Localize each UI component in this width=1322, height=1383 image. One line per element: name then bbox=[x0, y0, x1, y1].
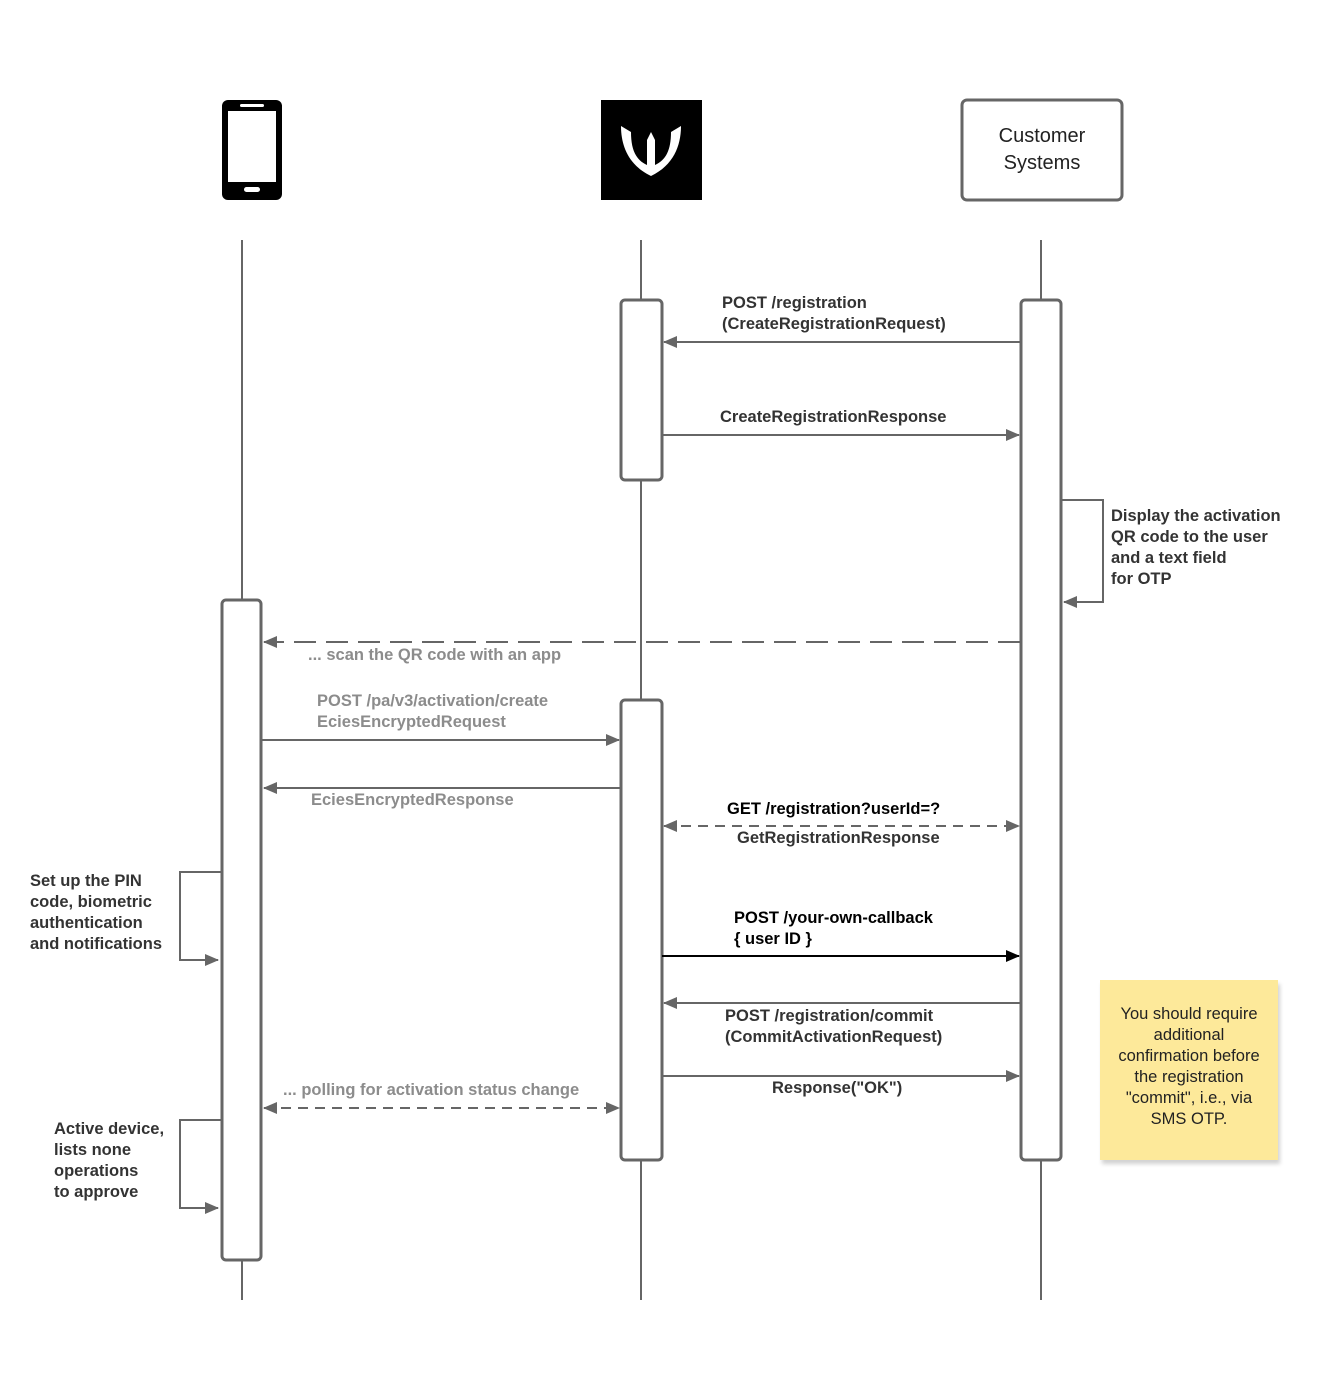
msg-get-registration: GET /registration?userId=? bbox=[727, 800, 941, 818]
customer-systems-label: Customer Systems bbox=[998, 125, 1086, 174]
arrow-active-device-self bbox=[179, 1119, 221, 1214]
msg-your-own-callback: POST /your-own-callback { user ID } bbox=[734, 909, 933, 948]
msg-scan-qr: ... scan the QR code with an app bbox=[308, 646, 562, 664]
smartphone-icon bbox=[222, 100, 282, 200]
msg-polling: ... polling for activation status change bbox=[283, 1081, 580, 1099]
sticky-note bbox=[1100, 980, 1278, 1160]
msg-response-ok: Response("OK") bbox=[772, 1079, 903, 1097]
arrow-display-qr-self bbox=[1062, 499, 1104, 608]
activation-server-2 bbox=[619, 698, 664, 1162]
activation-mobile bbox=[220, 598, 263, 1262]
msg-active-device: Active device, lists none operations to … bbox=[54, 1120, 165, 1201]
activation-customer bbox=[1019, 298, 1063, 1162]
msg-create-registration-response: CreateRegistrationResponse bbox=[720, 408, 947, 426]
msg-get-registration-response: GetRegistrationResponse bbox=[737, 829, 940, 847]
msg-activation-create: POST /pa/v3/activation/create EciesEncry… bbox=[317, 692, 549, 731]
msg-registration-commit: POST /registration/commit (CommitActivat… bbox=[725, 1007, 943, 1046]
msg-ecies-response: EciesEncryptedResponse bbox=[311, 791, 514, 809]
msg-create-registration-request: POST /registration (CreateRegistrationRe… bbox=[722, 294, 946, 333]
msg-setup-pin: Set up the PIN code, biometric authentic… bbox=[30, 872, 162, 953]
arrow-setup-pin-self bbox=[179, 871, 221, 966]
activation-server-1 bbox=[619, 298, 664, 482]
shield-logo-icon bbox=[601, 100, 702, 200]
sticky-note-text: You should require additional confirmati… bbox=[1118, 1005, 1260, 1128]
msg-display-qr: Display the activation QR code to the us… bbox=[1111, 507, 1281, 588]
customer-systems-box bbox=[960, 98, 1124, 202]
